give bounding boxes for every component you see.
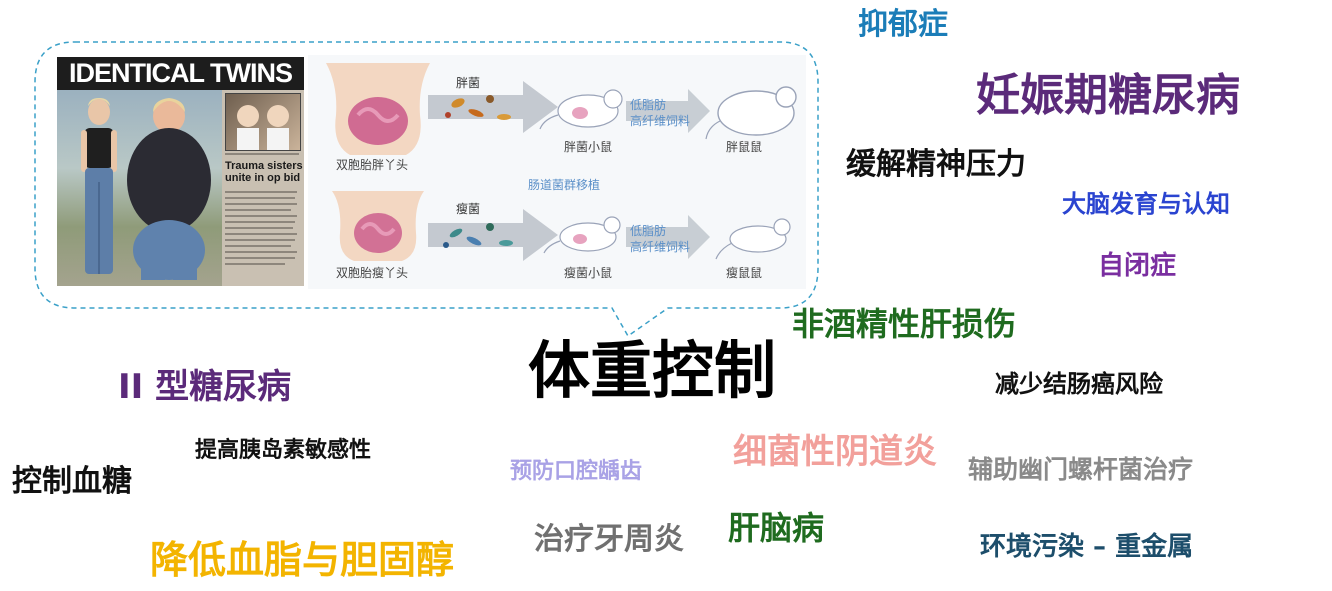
- childhood-photo: [225, 93, 301, 151]
- word-hepatic-encephalopathy: 肝脑病: [728, 509, 825, 547]
- newspaper-text-line: [225, 197, 295, 199]
- word-depression: 抑郁症: [858, 7, 948, 42]
- fat-mouse-label: 胖菌小鼠: [564, 140, 613, 154]
- diagram-graphics: [326, 63, 797, 261]
- word-dental-caries: 预防口腔龋齿: [510, 459, 643, 484]
- word-colon-cancer: 减少结肠癌风险: [995, 370, 1163, 398]
- word-relieve-stress: 缓解精神压力: [846, 147, 1026, 182]
- thin-bacteria-label: 瘦菌: [456, 202, 481, 216]
- word-nafld: 非酒精性肝损伤: [792, 305, 1017, 343]
- newspaper-text-line: [225, 153, 299, 155]
- thin-twin-label: 双胞胎瘦丫头: [336, 266, 409, 280]
- newspaper-text-line: [225, 203, 297, 205]
- newspaper-text-line: [225, 209, 291, 211]
- word-type2-diabetes: II 型糖尿病: [118, 367, 292, 407]
- diet-bottom-line2: 高纤维饲料: [630, 240, 691, 254]
- thin-result-label: 瘦鼠鼠: [726, 266, 763, 280]
- microbiota-transplant-diagram: 双胞胎胖丫头 双胞胎瘦丫头 胖菌 瘦菌 胖菌小鼠 瘦菌小鼠 胖鼠鼠 瘦鼠鼠 低脂…: [308, 55, 806, 289]
- word-gestational-diabetes: 妊娠期糖尿病: [976, 70, 1240, 121]
- diet-top-line2: 高纤维饲料: [630, 114, 691, 128]
- newspaper-text-line: [225, 239, 295, 241]
- newspaper-text-line: [225, 191, 297, 193]
- newspaper-text-line: [225, 215, 297, 217]
- fat-bacteria-label: 胖菌: [456, 76, 481, 90]
- newspaper-text-line: [225, 263, 285, 265]
- transplant-label: 肠道菌群移植: [528, 178, 601, 192]
- word-lipid-cholesterol: 降低血脂与胆固醇: [150, 538, 455, 582]
- newspaper-headline-banner: IDENTICAL TWINS: [57, 57, 304, 90]
- thin-mouse-label: 瘦菌小鼠: [564, 266, 613, 280]
- newspaper-text-line: [225, 227, 293, 229]
- word-autism: 自闭症: [1098, 251, 1177, 281]
- twins-photo: [57, 90, 222, 286]
- word-heavy-metals: 环境污染 – 重金属: [980, 532, 1194, 562]
- word-blood-sugar: 控制血糖: [12, 464, 132, 499]
- newspaper-text-line: [225, 233, 297, 235]
- word-bacterial-vaginosis: 细菌性阴道炎: [733, 432, 937, 472]
- newspaper-text-line: [225, 245, 291, 247]
- fat-result-label: 胖鼠鼠: [726, 140, 763, 154]
- word-helicobacter: 辅助幽门螺杆菌治疗: [968, 455, 1194, 484]
- newspaper-text-line: [225, 257, 295, 259]
- diet-bottom-line1: 低脂肪: [630, 224, 667, 238]
- word-insulin-sensitivity: 提高胰岛素敏感性: [195, 438, 372, 463]
- word-weight-control: 体重控制: [528, 334, 777, 407]
- word-periodontitis: 治疗牙周炎: [534, 522, 684, 557]
- newspaper-photo: IDENTICAL TWINS Trauma sisters: [57, 57, 304, 286]
- newspaper-text-line: [225, 221, 295, 223]
- diet-top-line1: 低脂肪: [630, 98, 667, 112]
- fat-twin-label: 双胞胎胖丫头: [336, 158, 409, 172]
- newspaper-subheadline: Trauma sisters unite in op bid: [225, 160, 303, 184]
- word-brain-development: 大脑发育与认知: [1062, 190, 1230, 218]
- newspaper-text-line: [225, 251, 297, 253]
- twins-figures: [81, 98, 211, 280]
